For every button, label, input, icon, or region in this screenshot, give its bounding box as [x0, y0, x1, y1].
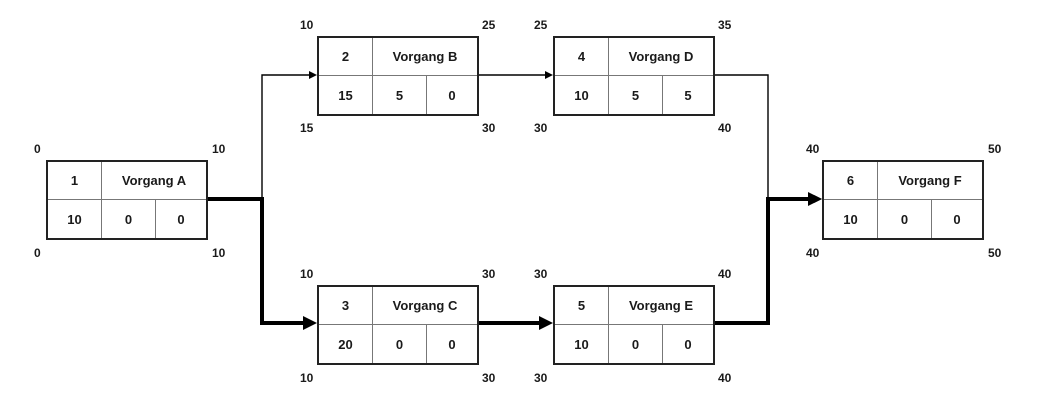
activity-node-c: 3 Vorgang C 20 0 0 [317, 285, 479, 365]
latest-start-d: 30 [534, 121, 548, 135]
activity-free-float: 0 [177, 211, 185, 227]
earliest-start-f: 40 [806, 142, 820, 156]
activity-free-float: 0 [953, 211, 961, 227]
activity-name: Vorgang E [609, 287, 713, 325]
activity-total-float: 0 [102, 200, 156, 238]
activity-node-b: 2 Vorgang B 15 5 0 [317, 36, 479, 116]
activity-name: Vorgang A [102, 162, 206, 200]
activity-number: 5 [555, 287, 609, 325]
latest-start-e: 30 [534, 371, 548, 385]
activity-total-float: 5 [373, 76, 427, 114]
activity-node-e: 5 Vorgang E 10 0 0 [553, 285, 715, 365]
latest-finish-c: 30 [482, 371, 496, 385]
earliest-finish-b: 25 [482, 18, 496, 32]
activity-node-f: 6 Vorgang F 10 0 0 [822, 160, 984, 240]
activity-name: Vorgang B [373, 38, 477, 76]
earliest-finish-a: 10 [212, 142, 226, 156]
activity-total-float: 0 [609, 325, 663, 363]
activity-total-float: 0 [373, 325, 427, 363]
activity-free-float: 0 [448, 87, 456, 103]
activity-duration: 10 [555, 325, 609, 363]
latest-start-b: 15 [300, 121, 314, 135]
latest-finish-f: 50 [988, 246, 1002, 260]
earliest-start-c: 10 [300, 267, 314, 281]
activity-total-float: 0 [878, 200, 932, 238]
activity-duration: 10 [48, 200, 102, 238]
dependency-line-1-2 [208, 74, 310, 200]
latest-start-a: 0 [34, 246, 41, 260]
activity-free-float: 0 [448, 336, 456, 352]
earliest-finish-d: 35 [718, 18, 732, 32]
activity-free-float: 0 [684, 336, 692, 352]
latest-finish-b: 30 [482, 121, 496, 135]
activity-name: Vorgang F [878, 162, 982, 200]
earliest-finish-e: 40 [718, 267, 732, 281]
latest-finish-d: 40 [718, 121, 732, 135]
activity-duration: 15 [319, 76, 373, 114]
arrowhead-1-3 [303, 316, 317, 330]
activity-number: 4 [555, 38, 609, 76]
activity-node-d: 4 Vorgang D 10 5 5 [553, 36, 715, 116]
dependency-line-4-6 [715, 74, 815, 200]
activity-number: 6 [824, 162, 878, 200]
earliest-start-d: 25 [534, 18, 548, 32]
earliest-start-a: 0 [34, 142, 41, 156]
activity-free-float: 5 [684, 87, 692, 103]
activity-total-float: 5 [609, 76, 663, 114]
dependency-line-5-6 [715, 197, 809, 325]
arrowhead-2-4 [545, 71, 553, 79]
earliest-finish-c: 30 [482, 267, 496, 281]
activity-number: 3 [319, 287, 373, 325]
arrowhead-3-5 [539, 316, 553, 330]
activity-duration: 10 [824, 200, 878, 238]
arrowhead-1-2 [309, 71, 317, 79]
latest-start-c: 10 [300, 371, 314, 385]
arrowhead-5-6 [808, 192, 822, 206]
activity-number: 2 [319, 38, 373, 76]
latest-finish-a: 10 [212, 246, 226, 260]
latest-finish-e: 40 [718, 371, 732, 385]
activity-duration: 10 [555, 76, 609, 114]
activity-name: Vorgang D [609, 38, 713, 76]
latest-start-f: 40 [806, 246, 820, 260]
activity-number: 1 [48, 162, 102, 200]
earliest-finish-f: 50 [988, 142, 1002, 156]
dependency-line-1-3 [208, 197, 304, 325]
earliest-start-e: 30 [534, 267, 548, 281]
earliest-start-b: 10 [300, 18, 314, 32]
activity-duration: 20 [319, 325, 373, 363]
activity-name: Vorgang C [373, 287, 477, 325]
activity-node-a: 1 Vorgang A 10 0 0 [46, 160, 208, 240]
